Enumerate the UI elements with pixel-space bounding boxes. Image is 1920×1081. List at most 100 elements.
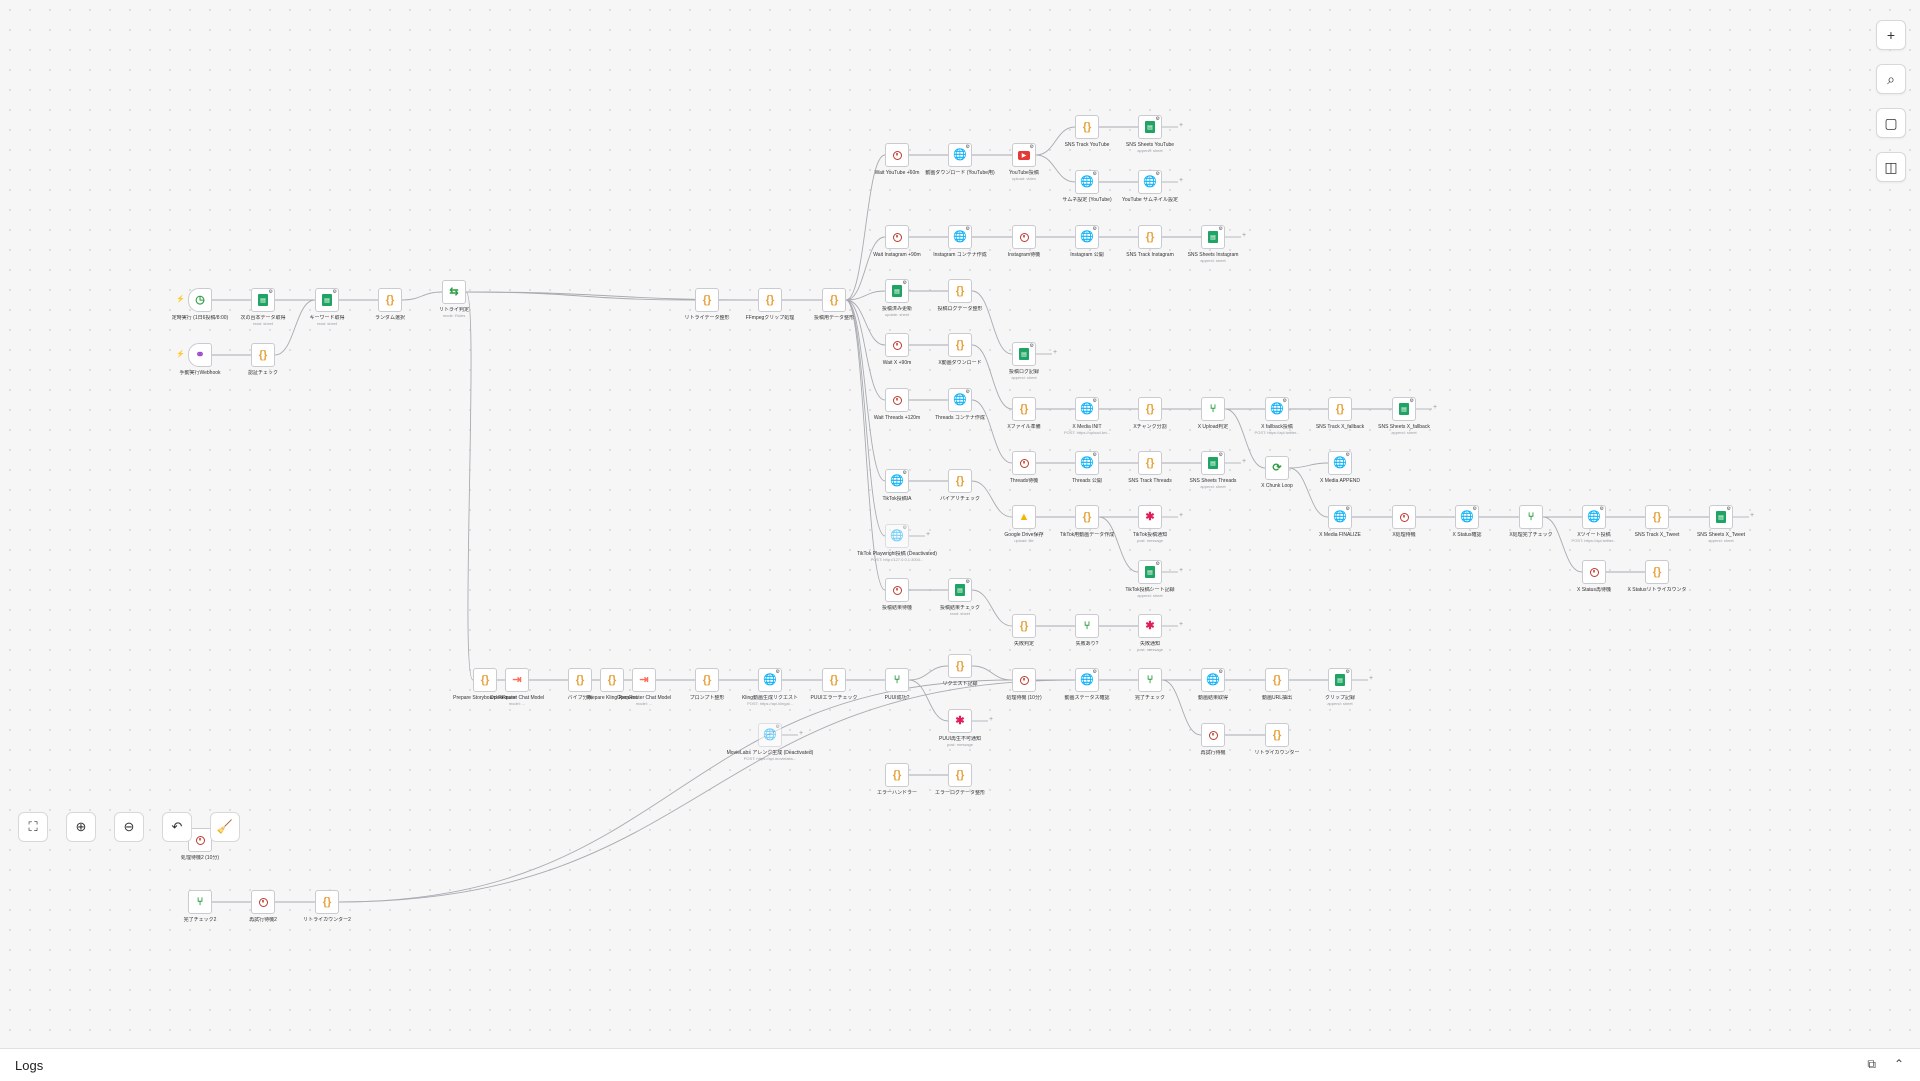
workflow-node-h15[interactable]: 🌐⚙ — [885, 524, 909, 548]
connection-n3-n5[interactable] — [401, 291, 443, 301]
add-next-node-handle[interactable]: + — [1179, 621, 1184, 628]
workflow-node-c5[interactable]: {} — [1012, 397, 1036, 421]
workflow-node-w7[interactable]: ⏸ — [1392, 505, 1416, 529]
add-next-node-handle[interactable]: + — [1179, 122, 1184, 129]
workflow-node-c7[interactable]: {} — [1328, 397, 1352, 421]
workflow-node-w11[interactable]: ⏸ — [1201, 723, 1225, 747]
add-node-button[interactable]: + — [1876, 20, 1906, 50]
workflow-node-n2[interactable]: ▤⚙ — [315, 288, 339, 312]
add-next-node-handle[interactable]: + — [1179, 567, 1184, 574]
workflow-node-c4[interactable]: {} — [948, 333, 972, 357]
workflow-node-c16[interactable]: {} — [600, 668, 624, 692]
add-next-node-handle[interactable]: + — [1369, 675, 1374, 682]
connection-n8-s3[interactable] — [845, 290, 886, 301]
workflow-node-w5[interactable]: ⏸ — [885, 388, 909, 412]
workflow-node-a1[interactable]: ⇥ — [505, 668, 529, 692]
tidy-up-button[interactable]: 🧹 — [210, 812, 240, 842]
workflow-node-s1[interactable]: ▤⚙ — [1138, 115, 1162, 139]
workflow-node-c15[interactable]: {} — [568, 668, 592, 692]
workflow-node-i2[interactable]: ⑂ — [1519, 505, 1543, 529]
toggle-panel-button[interactable]: ◫ — [1876, 152, 1906, 182]
workflow-node-c18[interactable]: {} — [822, 668, 846, 692]
connection-l1-h10[interactable] — [1288, 462, 1329, 469]
workflow-node-s3[interactable]: ▤⚙ — [885, 279, 909, 303]
workflow-node-n5[interactable]: ⇆ — [442, 280, 466, 304]
workflow-node-c14[interactable]: {} — [473, 668, 497, 692]
workflow-node-i1[interactable]: ⑂ — [1201, 397, 1225, 421]
workflow-node-i5[interactable]: ⑂ — [1138, 668, 1162, 692]
chevron-up-icon[interactable]: ⌃ — [1893, 1057, 1904, 1071]
workflow-node-c19[interactable]: {} — [948, 654, 972, 678]
workflow-node-h12[interactable]: 🌐⚙ — [1455, 505, 1479, 529]
add-next-node-handle[interactable]: + — [799, 730, 804, 737]
workflow-node-s8[interactable]: ▤⚙ — [1138, 560, 1162, 584]
workflow-node-c12[interactable]: {} — [1075, 505, 1099, 529]
add-next-node-handle[interactable]: + — [1179, 512, 1184, 519]
popout-icon[interactable]: ⧉ — [1867, 1057, 1876, 1071]
workflow-node-c3[interactable]: {} — [948, 279, 972, 303]
workflow-node-h5[interactable]: 🌐⚙ — [1075, 225, 1099, 249]
workflow-node-t1[interactable]: ◷ — [188, 288, 212, 312]
workflow-node-sl2[interactable]: ✱ — [1138, 614, 1162, 638]
workflow-node-w4[interactable]: ⏸ — [885, 333, 909, 357]
connection-n8-w9[interactable] — [845, 299, 886, 591]
add-sticky-note-button[interactable]: ▢ — [1876, 108, 1906, 138]
zoom-out-button[interactable]: ⊖ — [114, 812, 144, 842]
workflow-node-w8[interactable]: ⏸ — [1582, 560, 1606, 584]
workflow-node-h8[interactable]: 🌐⚙ — [948, 388, 972, 412]
workflow-canvas[interactable]: ◷定時実行 (1日6投稿/8:00)⚡⚭手動実行Webhook⚡▤⚙次の台本デー… — [0, 0, 1920, 1048]
add-next-node-handle[interactable]: + — [1179, 177, 1184, 184]
workflow-node-i4[interactable]: ⑂ — [885, 668, 909, 692]
workflow-node-c21[interactable]: {} — [1265, 723, 1289, 747]
connection-n5-c14[interactable] — [465, 291, 474, 681]
workflow-node-c9[interactable]: {} — [1645, 505, 1669, 529]
connection-n8-h14[interactable] — [845, 299, 886, 482]
connection-i4-c19[interactable] — [908, 665, 949, 681]
workflow-node-s9[interactable]: ▤⚙ — [948, 578, 972, 602]
workflow-node-n8[interactable]: {} — [822, 288, 846, 312]
workflow-node-s5[interactable]: ▤⚙ — [1392, 397, 1416, 421]
logs-panel-bar[interactable]: Logs ⧉ ⌃ — [0, 1048, 1920, 1081]
connection-c19-w10[interactable] — [971, 665, 1013, 681]
workflow-node-a2[interactable]: ⇥ — [632, 668, 656, 692]
workflow-node-h9[interactable]: 🌐⚙ — [1075, 451, 1099, 475]
connection-c12-s8[interactable] — [1098, 516, 1139, 573]
workflow-node-s2[interactable]: ▤⚙ — [1201, 225, 1225, 249]
add-next-node-handle[interactable]: + — [989, 716, 994, 723]
add-next-node-handle[interactable]: + — [1750, 512, 1755, 519]
workflow-node-c22[interactable]: {} — [885, 763, 909, 787]
workflow-node-h17[interactable]: 🌐⚙ — [1075, 668, 1099, 692]
workflow-node-s4[interactable]: ▤⚙ — [1012, 342, 1036, 366]
workflow-node-c23[interactable]: {} — [948, 763, 972, 787]
workflow-node-h1[interactable]: 🌐⚙ — [948, 143, 972, 167]
workflow-node-g1[interactable]: ▲ — [1012, 505, 1036, 529]
workflow-node-h4[interactable]: 🌐⚙ — [948, 225, 972, 249]
connection-y1-c1[interactable] — [1035, 126, 1076, 156]
workflow-node-h3[interactable]: 🌐⚙ — [1138, 170, 1162, 194]
workflow-node-c13[interactable]: {} — [1012, 614, 1036, 638]
workflow-node-w6[interactable]: ⏸ — [1012, 451, 1036, 475]
workflow-node-y1[interactable]: ▶⚙ — [1012, 143, 1036, 167]
workflow-node-c17[interactable]: {} — [695, 668, 719, 692]
add-next-node-handle[interactable]: + — [1053, 349, 1058, 356]
workflow-node-w2[interactable]: ⏸ — [885, 225, 909, 249]
connection-i5-w11[interactable] — [1161, 679, 1202, 736]
workflow-node-n6[interactable]: {} — [695, 288, 719, 312]
workflow-node-h10[interactable]: 🌐⚙ — [1328, 451, 1352, 475]
connection-n8-w1[interactable] — [845, 154, 886, 301]
workflow-node-w9[interactable]: ⏸ — [885, 578, 909, 602]
connection-n5-n6[interactable] — [465, 291, 696, 301]
add-next-node-handle[interactable]: + — [1242, 458, 1247, 465]
workflow-node-i3[interactable]: ⑂ — [1075, 614, 1099, 638]
workflow-node-s7[interactable]: ▤⚙ — [1709, 505, 1733, 529]
workflow-node-n7[interactable]: {} — [758, 288, 782, 312]
workflow-node-t2[interactable]: ⚭ — [188, 343, 212, 367]
add-next-node-handle[interactable]: + — [1433, 404, 1438, 411]
workflow-node-h13[interactable]: 🌐⚙ — [1582, 505, 1606, 529]
workflow-node-l1[interactable]: ⟳ — [1265, 456, 1289, 480]
workflow-node-c6[interactable]: {} — [1138, 397, 1162, 421]
connection-h8-w6[interactable] — [971, 399, 1013, 464]
workflow-node-h16[interactable]: 🌐⚙ — [758, 668, 782, 692]
connection-n4-n2[interactable] — [274, 299, 316, 356]
zoom-in-button[interactable]: ⊕ — [66, 812, 96, 842]
